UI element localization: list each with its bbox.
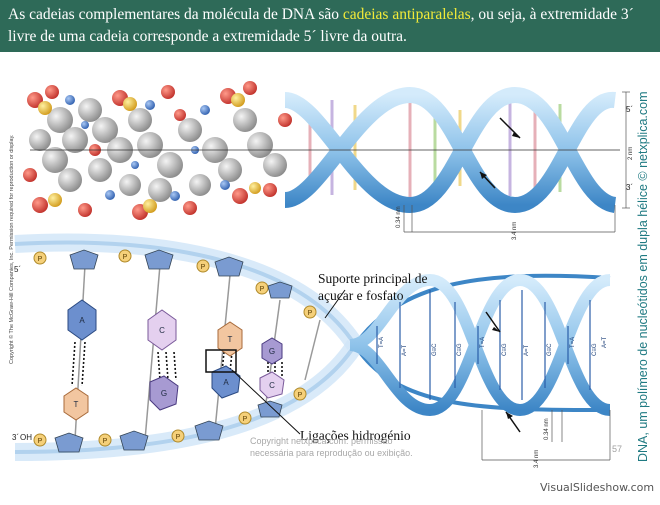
page-number: 57 — [612, 444, 623, 454]
backbone-diagram — [14, 233, 611, 461]
pair-label: A=T — [402, 344, 408, 356]
backbone-label-line2: açucar e fosfato — [318, 288, 404, 303]
pair-label: C≡G — [457, 343, 463, 356]
phosphate-label: P — [103, 438, 108, 445]
pair-label: T=A — [379, 337, 385, 348]
pair-label: G≡C — [547, 343, 553, 356]
backbone-label: Suporte principal de açucar e fosfato — [318, 270, 427, 304]
bottom-pitch-label: 3.4 nm — [534, 450, 540, 468]
base-label: A — [79, 316, 85, 325]
phosphate-label: P — [308, 310, 313, 317]
base-label: G — [269, 347, 275, 356]
ribbon-helix-model — [30, 86, 630, 233]
base-label: T — [228, 335, 233, 344]
phosphate-label: P — [123, 254, 128, 261]
watermark-line2: necessária para reprodução ou exibição. — [250, 448, 413, 458]
phosphate-label: P — [260, 286, 265, 293]
backbone-label-line1: Suporte principal de — [318, 271, 428, 286]
bottom-end-5: 5´ — [14, 265, 21, 274]
top-pitch-label: 3.4 nm — [512, 222, 518, 240]
bottom-oh: OH — [20, 433, 32, 442]
watermark-line1: Copyright netxplica.com: permissão — [250, 436, 393, 446]
phosphate-label: P — [38, 438, 43, 445]
header-text: As cadeias complementares da molécula de… — [0, 0, 660, 48]
phosphate-label: P — [298, 392, 303, 399]
phosphate-label: P — [176, 434, 181, 441]
bottom-rise-label: 0.34 nm — [544, 418, 550, 440]
phosphate-label: P — [38, 256, 43, 263]
watermark: Copyright netxplica.com: permissão neces… — [250, 435, 413, 459]
header-text-part2: , ou seja, à extremidade 3´ livre de uma… — [8, 6, 634, 45]
top-end-5: 5´ — [626, 105, 633, 114]
base-label: C — [159, 326, 165, 335]
copyright-vertical: Copyright © The McGraw-Hill Companies, I… — [9, 134, 15, 364]
bottom-end-3: 3´ — [12, 433, 19, 442]
pair-label: G≡C — [432, 343, 438, 356]
pair-label: T=A — [570, 337, 576, 348]
pair-label: A=T — [524, 344, 530, 356]
header-highlight: cadeias antiparalelas — [342, 6, 471, 23]
pair-label: C≡G — [502, 343, 508, 356]
base-label: T — [74, 400, 79, 409]
brand-watermark: VisualSlideshow.com — [540, 481, 655, 494]
space-filling-model — [23, 81, 292, 220]
base-label: A — [223, 378, 229, 387]
header-text-part1: As cadeias complementares da molécula de… — [8, 6, 343, 23]
top-width-label: 2 nm — [628, 147, 634, 160]
header-banner: As cadeias complementares da molécula de… — [0, 0, 660, 52]
pair-label: C≡G — [592, 343, 598, 356]
pair-label: T=A — [480, 337, 486, 348]
top-rise-label: 0.34 nm — [396, 206, 402, 228]
pair-label: A=T — [602, 336, 608, 348]
base-label: C — [269, 381, 275, 390]
base-label: G — [161, 389, 167, 398]
dna-figure: 5´ 3´ 2 nm 0.34 nm 3.4 nm 5´ 3´ OH 0.34 … — [12, 81, 634, 468]
phosphate-label: P — [243, 416, 248, 423]
hydrogen-bonds-label: Ligações hidrogénio — [300, 428, 411, 443]
side-caption: DNA, um polímero de nucleótidos em dupla… — [636, 91, 650, 462]
dna-illustration: 5´ 3´ 2 nm 0.34 nm 3.4 nm 5´ 3´ OH 0.34 … — [0, 52, 660, 500]
phosphate-label: P — [201, 264, 206, 271]
base-pair-left-1 — [67, 299, 97, 341]
top-end-3: 3´ — [626, 183, 633, 192]
base-pair-helix — [349, 273, 612, 461]
